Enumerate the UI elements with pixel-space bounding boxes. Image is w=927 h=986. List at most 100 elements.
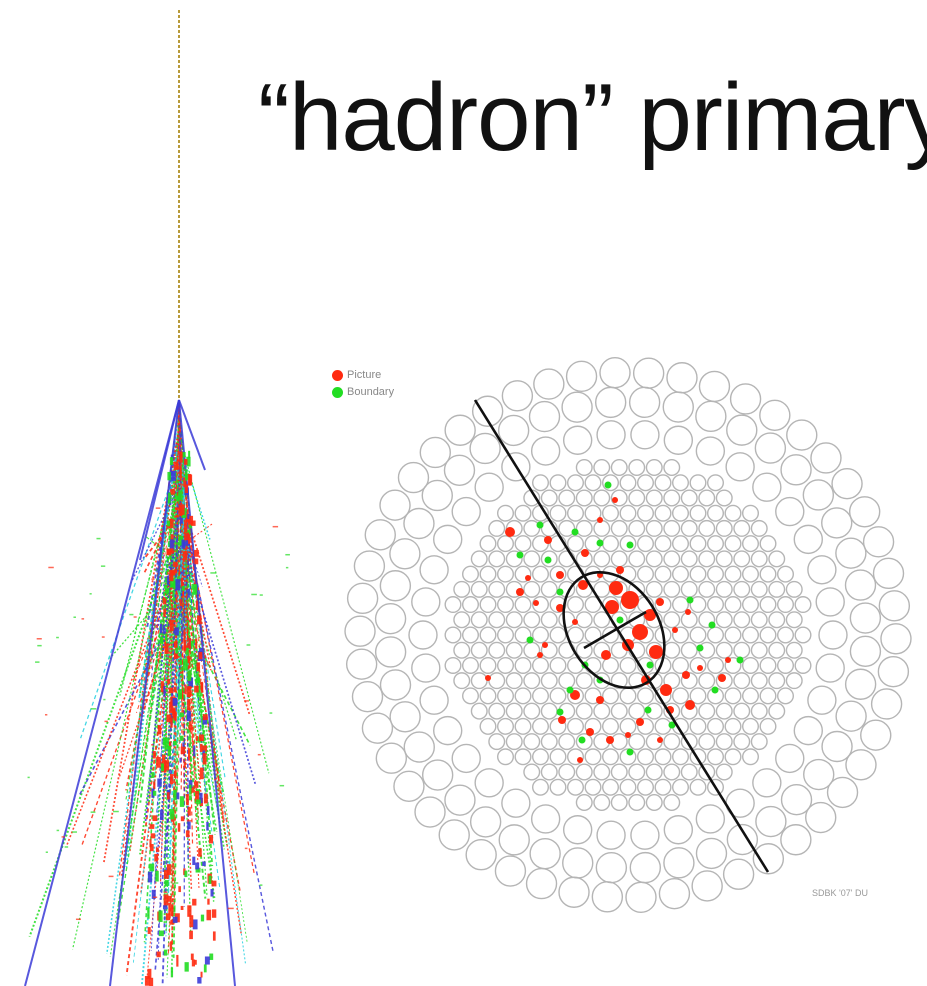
shower-fragment	[154, 569, 158, 571]
shower-hit	[159, 636, 164, 644]
pmt-small	[654, 474, 672, 492]
shower-hit	[176, 954, 179, 967]
pmt-small	[777, 687, 795, 705]
shower-hit	[175, 645, 179, 654]
pmt-small	[637, 565, 655, 583]
boundary-pixel	[696, 644, 704, 652]
pmt-small	[663, 519, 681, 537]
shower-hit	[186, 686, 192, 697]
shower-track	[117, 535, 181, 925]
shower-hit	[181, 539, 186, 549]
shower-track	[125, 457, 184, 800]
shower-fragment	[151, 744, 154, 746]
shower-hit	[202, 753, 207, 765]
pmt-small	[593, 702, 611, 720]
shower-hit	[173, 907, 176, 912]
pmt-small	[698, 702, 716, 720]
shower-hit	[192, 584, 198, 595]
shower-fragment	[64, 846, 69, 848]
pmt-small	[707, 504, 725, 522]
shower-hit	[175, 579, 181, 591]
shower-track	[178, 432, 270, 774]
pmt-small	[759, 717, 777, 735]
shower-track	[181, 502, 251, 716]
shower-hit	[183, 868, 186, 875]
shower-hit	[166, 864, 172, 876]
pmt-small	[497, 717, 515, 735]
pmt-small	[724, 535, 742, 553]
shower-hit	[186, 647, 189, 656]
pmt-large	[844, 668, 877, 700]
pmt-small	[567, 596, 585, 614]
shower-hit	[183, 477, 187, 488]
pmt-small	[645, 489, 663, 507]
shower-fragment	[129, 613, 134, 616]
shower-hit	[149, 844, 154, 852]
shower-hit	[188, 637, 192, 649]
pmt-large	[807, 685, 837, 715]
pmt-small	[698, 611, 716, 629]
pmt-small	[444, 656, 462, 674]
pmt-small	[593, 672, 611, 690]
shower-fragment	[89, 593, 92, 595]
pmt-small	[462, 626, 480, 644]
pmt-small	[540, 611, 558, 629]
pmt-large	[530, 436, 561, 466]
picture-pixel	[601, 650, 611, 660]
pmt-small	[637, 778, 655, 796]
pmt-small	[733, 702, 751, 720]
shower-track	[171, 544, 226, 850]
pmt-small	[707, 596, 725, 614]
pmt-small	[488, 550, 506, 568]
legend-swatch-picture	[332, 370, 343, 381]
shower-hit	[198, 651, 203, 660]
legend-label-boundary: Boundary	[347, 386, 395, 398]
pmt-small	[497, 504, 515, 522]
shower-hit	[187, 670, 192, 681]
shower-fragment	[37, 644, 42, 647]
pmt-small	[505, 550, 523, 568]
pmt-small	[549, 626, 567, 644]
pmt-large	[497, 414, 530, 447]
pmt-large	[695, 837, 728, 870]
shower-track	[184, 548, 248, 943]
pmt-small	[768, 672, 786, 690]
picture-pixel	[656, 598, 664, 606]
legend: Picture Boundary	[332, 367, 394, 401]
pmt-large	[561, 391, 593, 423]
shower-hit	[162, 598, 167, 605]
pmt-small	[628, 459, 646, 477]
shower-hit	[192, 898, 197, 906]
shower-track-blue	[24, 399, 180, 986]
shower-fragment	[147, 654, 153, 656]
pmt-small	[549, 687, 567, 705]
boundary-pixel	[736, 656, 744, 664]
shower-hit	[163, 949, 168, 956]
shower-hit	[147, 871, 153, 883]
shower-hit	[186, 656, 191, 664]
pmt-large	[780, 824, 812, 856]
pmt-small	[575, 489, 593, 507]
pmt-small	[680, 519, 698, 537]
pmt-small	[654, 565, 672, 583]
pmt-small	[707, 717, 725, 735]
picture-pixel	[605, 600, 619, 614]
pmt-small	[698, 733, 716, 751]
pmt-large	[379, 669, 412, 701]
shower-fragment	[269, 712, 273, 714]
pmt-small	[540, 580, 558, 598]
pmt-large	[443, 454, 476, 487]
pmt-small	[567, 778, 585, 796]
pmt-large	[691, 870, 723, 902]
shower-hit	[188, 724, 193, 730]
shower-hit	[170, 534, 174, 544]
shower-hit	[151, 788, 155, 798]
shower-fragment	[27, 776, 30, 779]
shower-hit	[185, 469, 188, 481]
shower-hit	[202, 861, 206, 867]
pmt-large	[848, 496, 881, 528]
pmt-large	[625, 881, 657, 914]
shower-hit	[163, 685, 166, 697]
pmt-large	[529, 837, 561, 870]
